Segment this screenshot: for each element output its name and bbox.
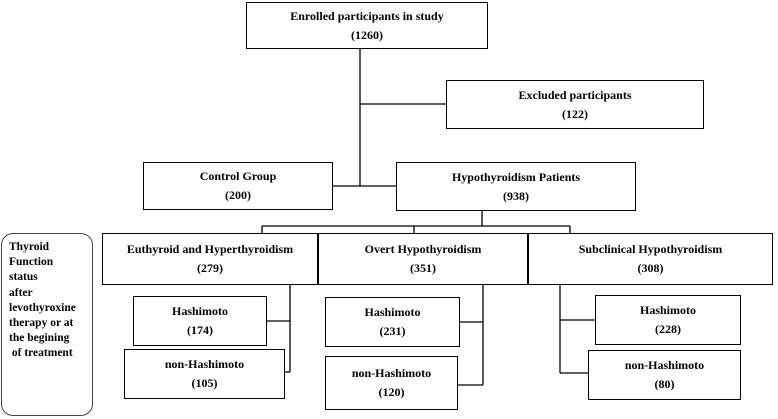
non-hashimoto-label: non-Hashimoto	[164, 357, 245, 372]
euthyroid-hyperthyroidism-box: Euthyroid and Hyperthyroidism (279)	[102, 233, 318, 285]
g2-hashimoto-box: Hashimoto (231)	[325, 297, 460, 347]
overt-hypothyroidism-box: Overt Hypothyroidism (351)	[318, 233, 528, 285]
thyroid-function-note: Thyroid Function status after levothyrox…	[1, 233, 93, 416]
g3-non-hashimoto-box: non-Hashimoto (80)	[588, 350, 741, 400]
non-hashimoto-label: non-Hashimoto	[351, 366, 432, 381]
excluded-label: Excluded participants	[518, 87, 632, 102]
control-label: Control Group	[199, 169, 277, 184]
note-line: the begining	[9, 332, 70, 345]
g1-non-hashimoto-box: non-Hashimoto (105)	[124, 349, 285, 399]
group-count: (351)	[410, 261, 436, 275]
hashimoto-count: (231)	[379, 324, 406, 338]
note-line: Thyroid	[9, 241, 50, 253]
note-line: status	[9, 271, 38, 284]
hashimoto-label: Hashimoto	[639, 303, 696, 318]
hashimoto-label: Hashimoto	[364, 305, 421, 320]
group-label: Overt Hypothyroidism	[364, 242, 482, 257]
excluded-box: Excluded participants (122)	[446, 80, 704, 129]
non-hashimoto-count: (105)	[191, 376, 218, 390]
enrolled-box: Enrolled participants in study (1260)	[246, 2, 488, 49]
note-line: after	[9, 286, 33, 299]
g2-non-hashimoto-box: non-Hashimoto (120)	[325, 356, 458, 410]
group-label: Subclinical Hypothyroidism	[578, 242, 723, 257]
note-line: levothyroxine	[9, 301, 76, 314]
hashimoto-label: Hashimoto	[171, 304, 228, 319]
subclinical-hypothyroidism-box: Subclinical Hypothyroidism (308)	[528, 233, 773, 285]
hypo-count: (938)	[503, 188, 529, 203]
note-line: Function	[9, 256, 54, 269]
control-group-box: Control Group (200)	[143, 162, 333, 210]
group-count: (279)	[197, 261, 223, 275]
group-count: (308)	[637, 261, 664, 275]
non-hashimoto-count: (120)	[378, 385, 405, 399]
hashimoto-count: (174)	[187, 323, 213, 337]
control-count: (200)	[225, 188, 251, 202]
hypothyroidism-patients-box: Hypothyroidism Patients (938)	[396, 162, 636, 211]
g3-hashimoto-box: Hashimoto (228)	[595, 295, 741, 345]
hypo-label: Hypothyroidism Patients	[451, 169, 581, 184]
group-label: Euthyroid and Hyperthyroidism	[126, 242, 294, 257]
note-line: therapy or at	[9, 316, 74, 329]
enrolled-count: (1260)	[351, 27, 383, 42]
non-hashimoto-label: non-Hashimoto	[624, 358, 705, 373]
g1-hashimoto-box: Hashimoto (174)	[133, 296, 267, 346]
note-line: of treatment	[9, 347, 73, 360]
excluded-count: (122)	[562, 106, 588, 121]
enrolled-label: Enrolled participants in study	[290, 8, 444, 23]
hashimoto-count: (228)	[655, 322, 681, 336]
non-hashimoto-count: (80)	[654, 377, 675, 391]
